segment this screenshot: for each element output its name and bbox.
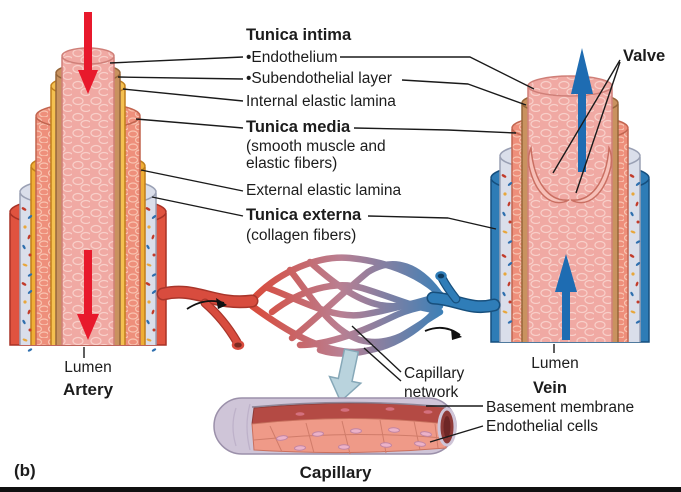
label-vein-lumen: Lumen — [531, 355, 579, 372]
leader-endothelium-left — [109, 56, 244, 64]
venule — [426, 271, 501, 314]
label-artery: Artery — [62, 380, 114, 399]
label-panel-b: (b) — [14, 461, 36, 480]
label-tunica-intima: Tunica intima — [246, 26, 352, 44]
label-endothelium: •Endothelium — [246, 49, 338, 66]
figure-bottom-bar — [0, 487, 681, 492]
arterial-flow-arrow-bottom — [77, 250, 99, 340]
leader-capillary-network-2 — [363, 347, 402, 382]
label-artery-lumen: Lumen — [64, 359, 112, 376]
network-to-capillary-arrow — [328, 348, 363, 403]
leader-tunica-externa-left — [151, 196, 244, 217]
leader-lines — [83, 56, 621, 443]
leader-subendothelial-right — [401, 79, 527, 106]
label-tunica-media-detail: (smooth muscle and elastic fibers) — [246, 138, 386, 172]
label-capillary: Capillary — [299, 463, 372, 482]
flow-direction-arrow-right — [424, 326, 462, 340]
venous-valve — [527, 145, 613, 204]
leader-valve-1 — [552, 59, 621, 174]
leader-endothelial-cells — [429, 425, 484, 443]
label-tunica-externa-detail: (collagen fibers) — [246, 227, 357, 244]
capillary-illustration — [213, 397, 457, 455]
vein-illustration — [490, 48, 650, 343]
label-external-elastic-lamina: External elastic lamina — [246, 182, 402, 199]
label-internal-elastic-lamina: Internal elastic lamina — [246, 93, 396, 110]
label-capillary-network: Capillary network — [404, 365, 465, 401]
capillary-network-illustration — [248, 254, 446, 357]
leader-valve-2 — [575, 61, 621, 194]
arterial-flow-arrow-top — [78, 12, 98, 94]
leader-subendothelial-left — [117, 76, 244, 80]
leader-endothelium-right — [340, 56, 535, 90]
label-vein: Vein — [533, 379, 567, 397]
label-tunica-externa: Tunica externa — [246, 206, 362, 224]
venous-flow-arrow-top — [571, 48, 593, 172]
label-subendothelial-layer: •Subendothelial layer — [246, 70, 392, 87]
leader-tunica-externa-right — [367, 215, 497, 230]
flow-direction-arrow-left — [186, 298, 227, 310]
endothelial-cells-region — [251, 418, 447, 455]
venous-flow-arrow-bottom — [555, 254, 577, 340]
leader-tunica-media-left — [135, 118, 244, 129]
label-basement-membrane: Basement membrane — [486, 399, 635, 416]
arteriole — [156, 285, 259, 351]
leader-external-lamina-left — [140, 169, 244, 192]
leader-internal-lamina-left — [122, 88, 244, 102]
leader-capillary-network-1 — [351, 325, 402, 373]
leader-tunica-media-right — [353, 127, 517, 134]
label-endothelial-cells: Endothelial cells — [486, 418, 599, 435]
label-tunica-media: Tunica media — [246, 118, 351, 136]
label-valve: Valve — [623, 47, 666, 65]
artery-illustration — [9, 12, 167, 353]
